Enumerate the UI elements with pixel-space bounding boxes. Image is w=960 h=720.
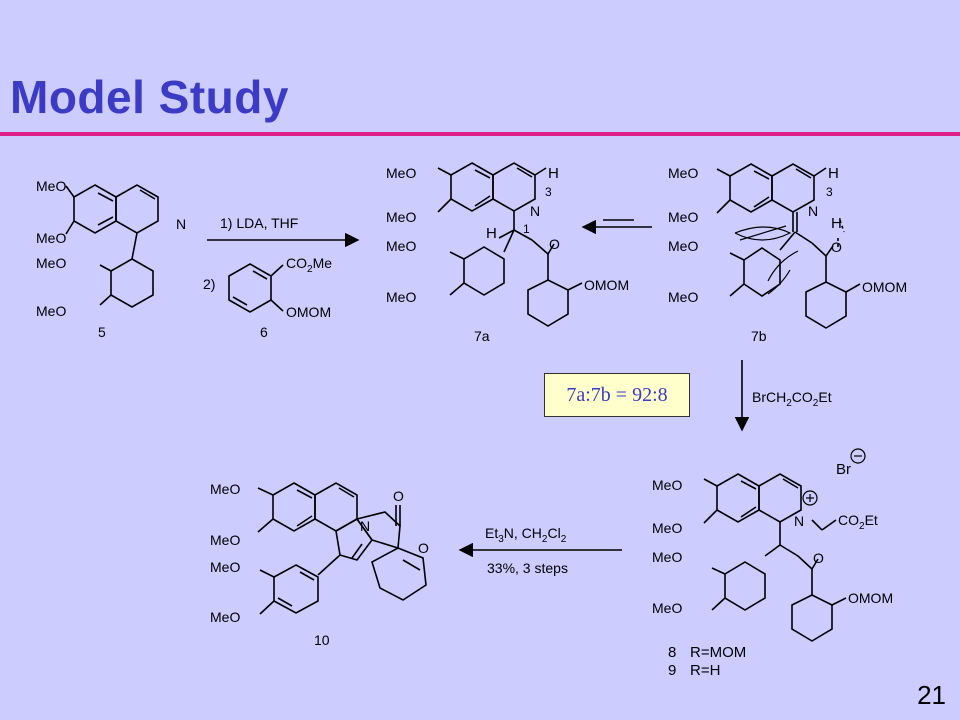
compound-7a: MeO MeO MeO MeO H 3 N H 1 O OMOM 7a: [386, 162, 629, 344]
compound-label-6: 6: [260, 324, 268, 340]
locant-3: 3: [826, 185, 833, 199]
meo-label: MeO: [36, 230, 66, 246]
hydrogen-label: H: [486, 225, 497, 242]
compound-label-7a: 7a: [474, 328, 490, 344]
compound-label-8: 8: [668, 644, 676, 661]
oxygen-label: O: [831, 239, 842, 255]
compound-label-10: 10: [314, 632, 330, 648]
compound-label-5: 5: [98, 324, 106, 340]
nitrogen-label: N: [794, 513, 804, 529]
nitrogen-label: N: [808, 203, 818, 219]
omom-label: OMOM: [848, 590, 893, 606]
meo-label: MeO: [386, 289, 416, 305]
nitrogen-label: N: [176, 216, 186, 232]
meo-label: MeO: [210, 609, 240, 625]
hydrogen-label: H: [548, 165, 559, 182]
oxygen-label: O: [393, 488, 404, 504]
meo-label: MeO: [652, 520, 682, 536]
reagent-yield: 33%, 3 steps: [487, 560, 568, 576]
meo-label: MeO: [386, 165, 416, 181]
locant-3: 3: [545, 185, 552, 199]
meo-label: MeO: [652, 600, 682, 616]
compound-5: MeO MeO MeO MeO N 5: [36, 178, 186, 340]
meo-label: MeO: [652, 477, 682, 493]
ester-label: CO2Et: [838, 512, 878, 532]
r-group-9: R=H: [690, 662, 720, 679]
omom-label: OMOM: [286, 304, 331, 320]
oxygen-label: O: [813, 550, 824, 566]
meo-label: MeO: [668, 289, 698, 305]
compound-7b: MeO MeO MeO MeO H 3 N H O OMOM 7b: [668, 163, 907, 344]
meo-label: MeO: [36, 255, 66, 271]
locant-1: 1: [523, 222, 530, 236]
meo-label: MeO: [36, 178, 66, 194]
compound-10: MeO MeO MeO MeO N O O 10: [210, 481, 429, 648]
bromide-label: Br: [836, 461, 851, 478]
hydrogen-label: H: [828, 165, 839, 182]
reagent-alkylation: BrCH2CO2Et: [752, 389, 832, 409]
reagent-step1: 1) LDA, THF: [220, 215, 298, 231]
compound-label-9: 9: [668, 662, 676, 679]
compound-8-9-salt: MeO MeO MeO MeO Br N O CO2Et OMOM 8 R=MO…: [652, 448, 893, 679]
ratio-annotation: 7a:7b = 92:8: [544, 373, 690, 417]
reagent-cyclization: Et3N, CH2Cl2: [485, 525, 567, 545]
nitrogen-label: N: [360, 518, 370, 534]
step-number-2: 2): [203, 276, 215, 292]
ester-label: CO2Me: [286, 255, 332, 275]
hydrogen-label: H: [831, 215, 842, 232]
oxygen-label: O: [549, 236, 560, 252]
nitrogen-label: N: [530, 203, 540, 219]
meo-label: MeO: [210, 532, 240, 548]
meo-label: MeO: [668, 238, 698, 254]
meo-label: MeO: [386, 209, 416, 225]
meo-label: MeO: [36, 303, 66, 319]
meo-label: MeO: [210, 481, 240, 497]
slide-title: Model Study: [10, 71, 289, 123]
compound-label-7b: 7b: [751, 328, 767, 344]
r-group-8: R=MOM: [690, 644, 746, 661]
page-number: 21: [917, 680, 946, 710]
compound-6: 2) CO2Me OMOM 6: [203, 255, 332, 340]
equilibrium-arrows: [581, 219, 652, 235]
meo-label: MeO: [210, 559, 240, 575]
title-underline: [0, 132, 960, 136]
omom-label: OMOM: [584, 277, 629, 293]
meo-label: MeO: [668, 209, 698, 225]
meo-label: MeO: [652, 549, 682, 565]
meo-label: MeO: [386, 238, 416, 254]
omom-label: OMOM: [862, 279, 907, 295]
oxygen-label: O: [418, 540, 429, 556]
meo-label: MeO: [668, 165, 698, 181]
